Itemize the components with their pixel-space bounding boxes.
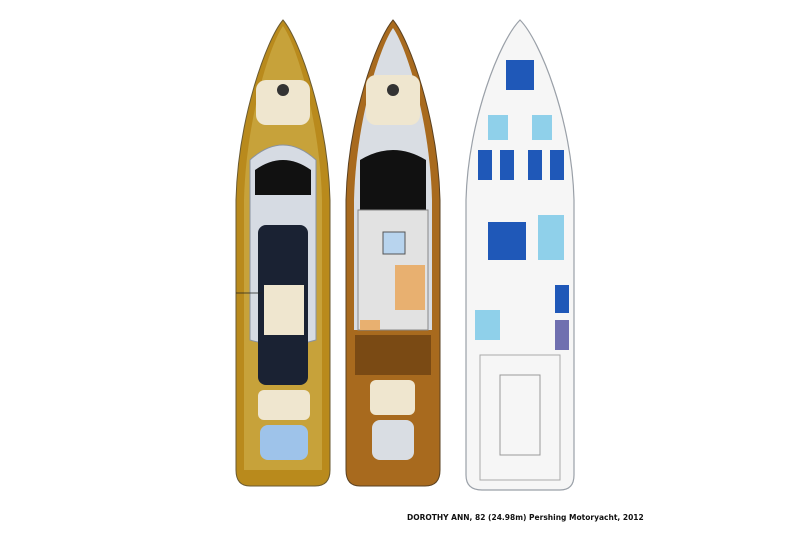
lower-deck-plan [465,19,575,491]
plan-caption: DOROTHY ANN, 82 (24.98m) Pershing Motory… [407,513,644,522]
main-deck-plan [345,19,441,487]
flybridge-plan [235,19,331,487]
